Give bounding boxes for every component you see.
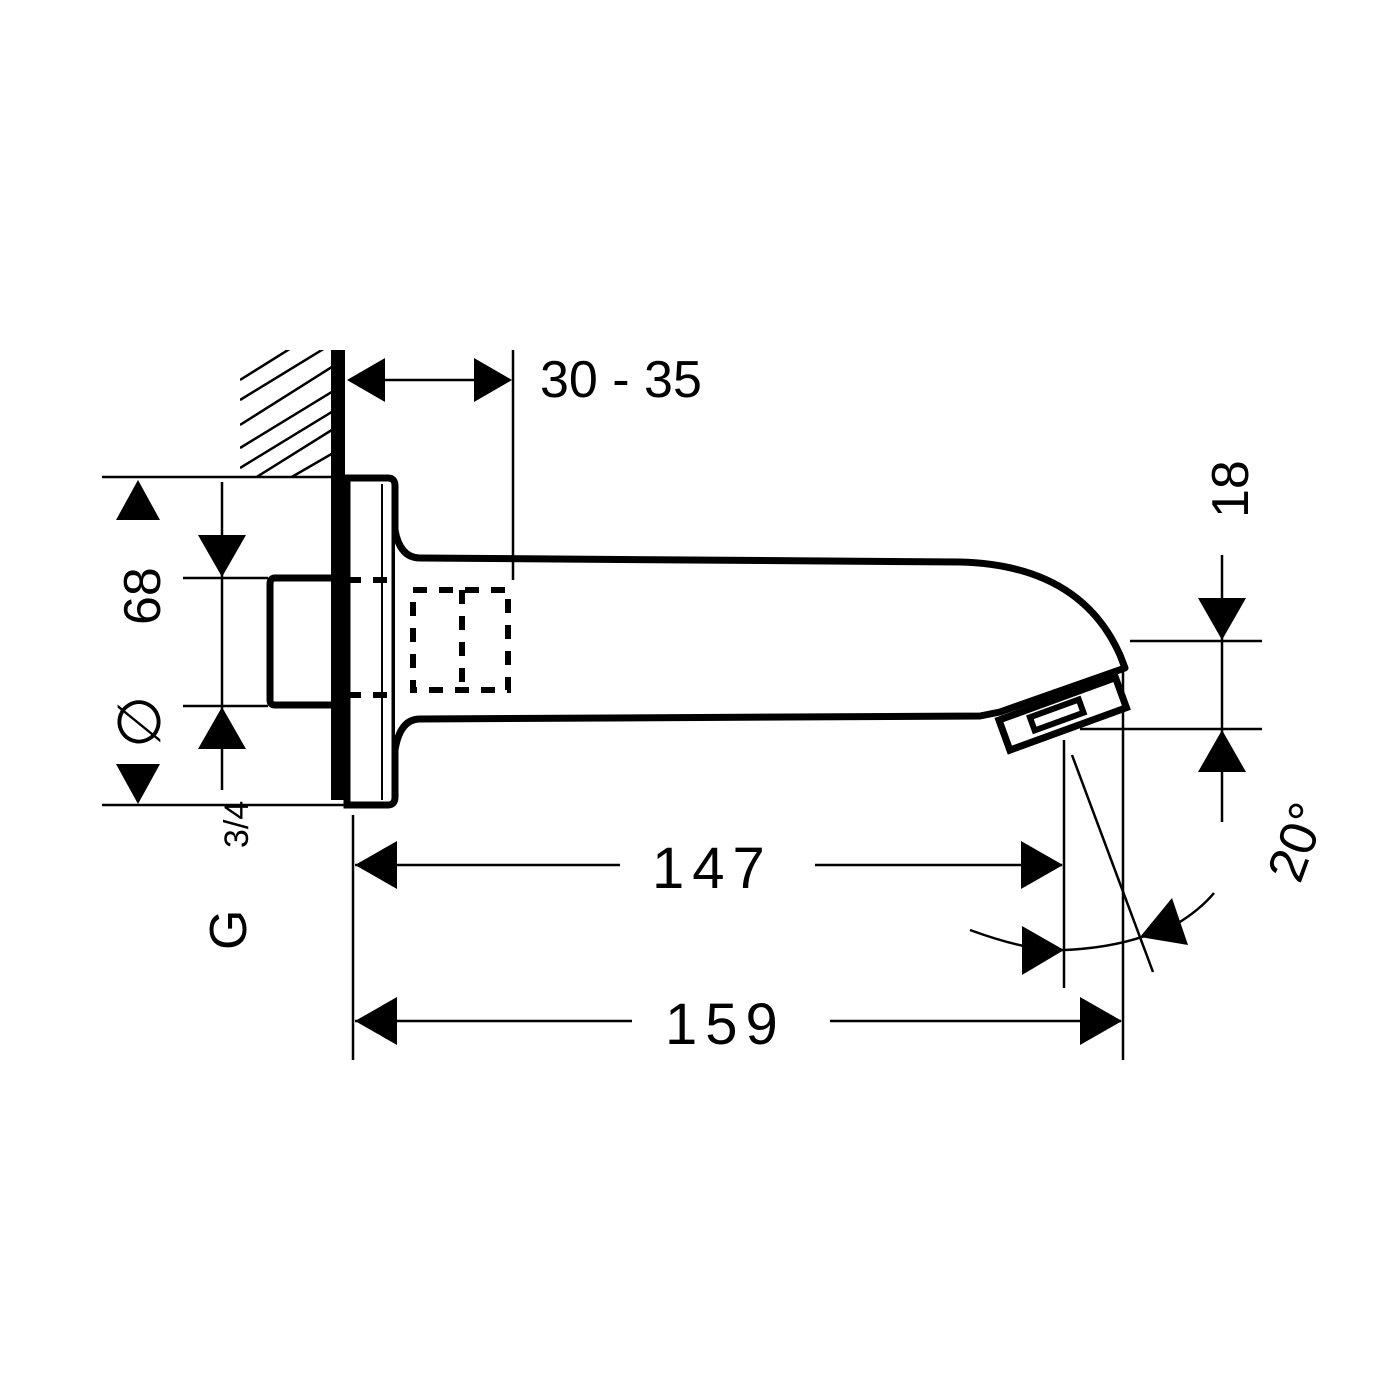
- dimension-outlet-height: 18: [1080, 460, 1262, 822]
- inlet-thread: [266, 574, 331, 709]
- label-outlet-angle: 20°: [1257, 795, 1338, 889]
- flange: [343, 474, 399, 809]
- label-inlet-length: 147: [652, 836, 773, 901]
- label-thread-letter: G: [200, 910, 258, 950]
- wall-line: [331, 350, 345, 800]
- dimension-flange-diameter: 68 ∅: [106, 480, 173, 804]
- label-outlet-height: 18: [1202, 460, 1260, 518]
- wall-hatching: [240, 350, 332, 478]
- dimension-thread: 3/4 G: [183, 482, 268, 950]
- label-thread-size: 3/4: [218, 801, 256, 848]
- label-total-projection: 159: [665, 992, 786, 1057]
- aerator: [994, 673, 1131, 755]
- spout-body: [391, 529, 1129, 751]
- label-flange-diameter: 68: [114, 567, 172, 625]
- label-wall-clearance: 30 - 35: [540, 351, 702, 409]
- dimension-wall-clearance: 30 - 35: [347, 350, 702, 580]
- dimension-inlet-length: 147: [351, 740, 1066, 1060]
- diameter-symbol-icon: ∅: [106, 696, 173, 748]
- dimension-total-projection: 159: [355, 672, 1125, 1060]
- hidden-connector: [347, 577, 511, 698]
